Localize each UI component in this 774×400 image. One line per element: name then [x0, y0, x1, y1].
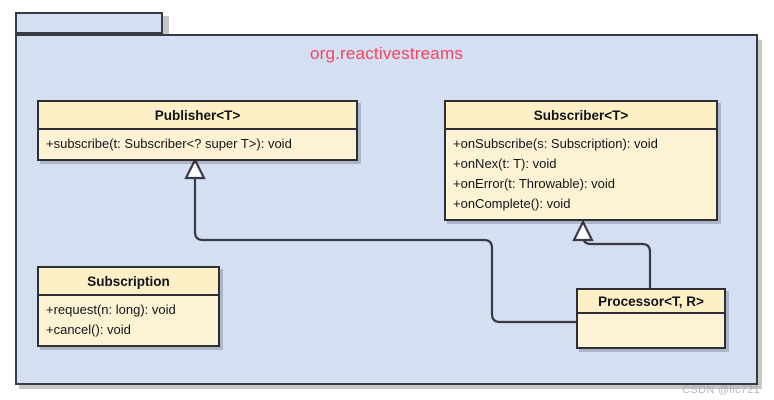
- class-member: +subscribe(t: Subscriber<? super T>): vo…: [46, 136, 292, 151]
- class-member: +cancel(): void: [46, 322, 131, 337]
- class-members-publisher: +subscribe(t: Subscriber<? super T>): vo…: [39, 130, 356, 159]
- class-members-processor: [578, 314, 724, 347]
- class-member: +onError(t: Throwable): void: [453, 176, 615, 191]
- class-title-processor: Processor<T, R>: [578, 290, 724, 314]
- class-box-processor[interactable]: Processor<T, R>: [576, 288, 726, 349]
- class-members-subscription: +request(n: long): void +cancel(): void: [39, 296, 218, 345]
- class-title-subscriber: Subscriber<T>: [446, 102, 716, 130]
- class-box-subscription[interactable]: Subscription +request(n: long): void +ca…: [37, 266, 220, 347]
- class-member: +onComplete(): void: [453, 196, 571, 211]
- class-member: +request(n: long): void: [46, 302, 176, 317]
- watermark-label: CSDN @lic721: [682, 384, 760, 396]
- package-tab: [15, 12, 163, 34]
- class-box-subscriber[interactable]: Subscriber<T> +onSubscribe(s: Subscripti…: [444, 100, 718, 221]
- class-title-subscription: Subscription: [39, 268, 218, 296]
- class-member: +onSubscribe(s: Subscription): void: [453, 136, 658, 151]
- class-title-publisher: Publisher<T>: [39, 102, 356, 130]
- class-box-publisher[interactable]: Publisher<T> +subscribe(t: Subscriber<? …: [37, 100, 358, 161]
- class-members-subscriber: +onSubscribe(s: Subscription): void +onN…: [446, 130, 716, 219]
- class-member: +onNex(t: T): void: [453, 156, 557, 171]
- package-name-label: org.reactivestreams: [309, 44, 464, 63]
